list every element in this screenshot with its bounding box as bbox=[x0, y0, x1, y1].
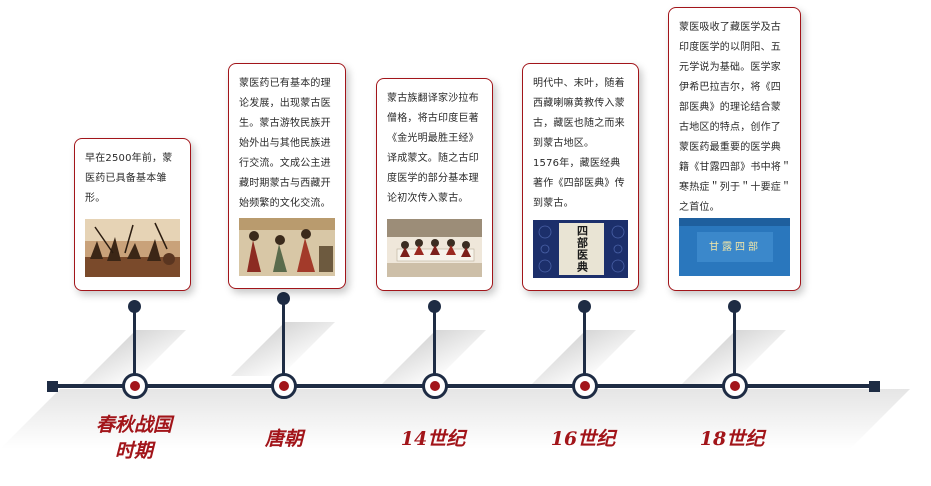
era-label-line1: 唐朝 bbox=[264, 428, 303, 450]
era-label: 16世纪 bbox=[533, 426, 633, 452]
timeline-node bbox=[422, 373, 448, 399]
event-card: 明代中、末叶，随着 西藏喇嘛黄教传入蒙 古，藏医也随之而来 到蒙古地区。 157… bbox=[522, 63, 639, 291]
event-description: 早在2500年前，蒙 医药已具备基本雏 形。 bbox=[85, 153, 173, 204]
era-label-line1: 14世纪 bbox=[400, 428, 466, 450]
timeline-axis bbox=[52, 384, 878, 388]
era-label-line1: 春秋战国 bbox=[95, 414, 172, 436]
event-description: 明代中、末叶，随着 西藏喇嘛黄教传入蒙 古，藏医也随之而来 到蒙古地区。 157… bbox=[533, 78, 625, 209]
node-center bbox=[580, 381, 590, 391]
battle-painting-image bbox=[85, 219, 180, 277]
stem-dot bbox=[578, 300, 591, 313]
stem-dot bbox=[428, 300, 441, 313]
timeline-node bbox=[122, 373, 148, 399]
era-label: 14世纪 bbox=[383, 426, 483, 452]
event-description: 蒙医吸收了藏医学及古 印度医学的以阴阳、五 元学说为基础。医学家 伊希巴拉吉尔，… bbox=[679, 22, 792, 213]
era-label: 18世纪 bbox=[682, 426, 782, 452]
monks-gathering-photo-image bbox=[387, 219, 482, 277]
era-label: 唐朝 bbox=[234, 426, 334, 452]
tang-court-painting-image bbox=[239, 218, 335, 276]
book-cover-title: 甘露四部 bbox=[709, 242, 761, 253]
era-label: 春秋战国 时期 bbox=[74, 412, 194, 464]
stem-dot bbox=[128, 300, 141, 313]
event-card: 蒙医药已有基本的理 论发展，出现蒙古医 生。蒙古游牧民族开 始外出与其他民族进 … bbox=[228, 63, 346, 289]
timeline-node bbox=[271, 373, 297, 399]
era-label-line1: 16世纪 bbox=[550, 428, 616, 450]
stem-line bbox=[733, 306, 736, 376]
ganlu-book-cover-image: 甘露四部 bbox=[679, 218, 790, 276]
event-description: 蒙医药已有基本的理 论发展，出现蒙古医 生。蒙古游牧民族开 始外出与其他民族进 … bbox=[239, 78, 331, 209]
axis-end-cap bbox=[869, 381, 880, 392]
stem-line bbox=[282, 298, 285, 376]
stem-line bbox=[433, 306, 436, 376]
stem-dot bbox=[277, 292, 290, 305]
stem-line bbox=[133, 306, 136, 376]
book-cover-title: 四部医典 bbox=[575, 225, 589, 273]
era-label-line1: 18世纪 bbox=[699, 428, 765, 450]
stem-line bbox=[583, 306, 586, 376]
node-center bbox=[730, 381, 740, 391]
event-card: 早在2500年前，蒙 医药已具备基本雏 形。 bbox=[74, 138, 191, 291]
node-center bbox=[430, 381, 440, 391]
event-description: 蒙古族翻译家沙拉布 僧格，将古印度巨著 《金光明最胜王经》 译成蒙文。随之古印 … bbox=[387, 93, 479, 204]
era-label-line2: 时期 bbox=[114, 440, 153, 462]
event-card: 蒙古族翻译家沙拉布 僧格，将古印度巨著 《金光明最胜王经》 译成蒙文。随之古印 … bbox=[376, 78, 493, 291]
stem-dot bbox=[728, 300, 741, 313]
axis-start-cap bbox=[47, 381, 58, 392]
timeline-node bbox=[722, 373, 748, 399]
node-center bbox=[130, 381, 140, 391]
timeline-node bbox=[572, 373, 598, 399]
four-medical-tantras-cover-image: 四部医典 bbox=[533, 220, 628, 278]
node-center bbox=[279, 381, 289, 391]
event-card: 蒙医吸收了藏医学及古 印度医学的以阴阳、五 元学说为基础。医学家 伊希巴拉吉尔，… bbox=[668, 7, 801, 291]
